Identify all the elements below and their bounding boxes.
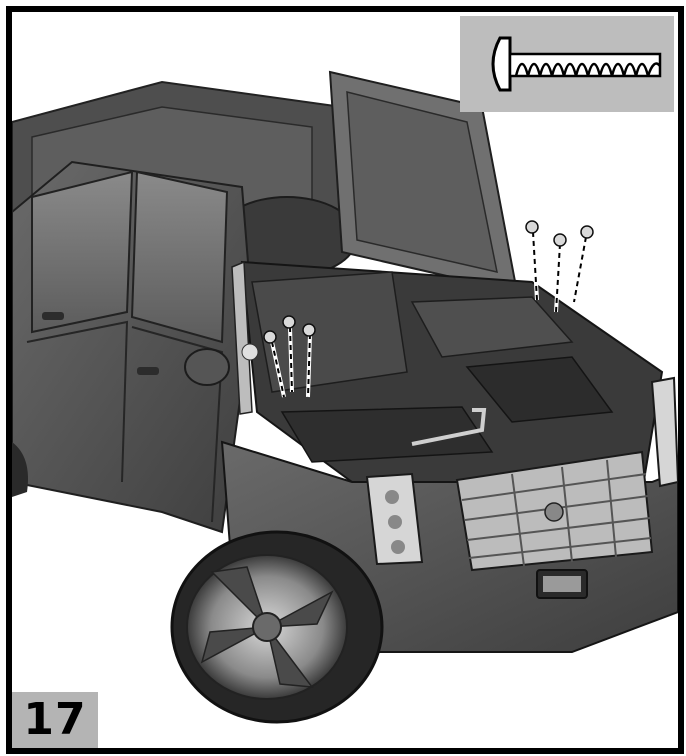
step-number: 17 xyxy=(12,692,98,748)
screw-group-right xyxy=(525,220,594,313)
vehicle-illustration xyxy=(12,70,678,724)
screw-icon xyxy=(491,36,662,92)
screw-group-left xyxy=(263,315,316,398)
instruction-panel: 17 xyxy=(6,6,684,754)
screw-callout xyxy=(460,16,674,112)
